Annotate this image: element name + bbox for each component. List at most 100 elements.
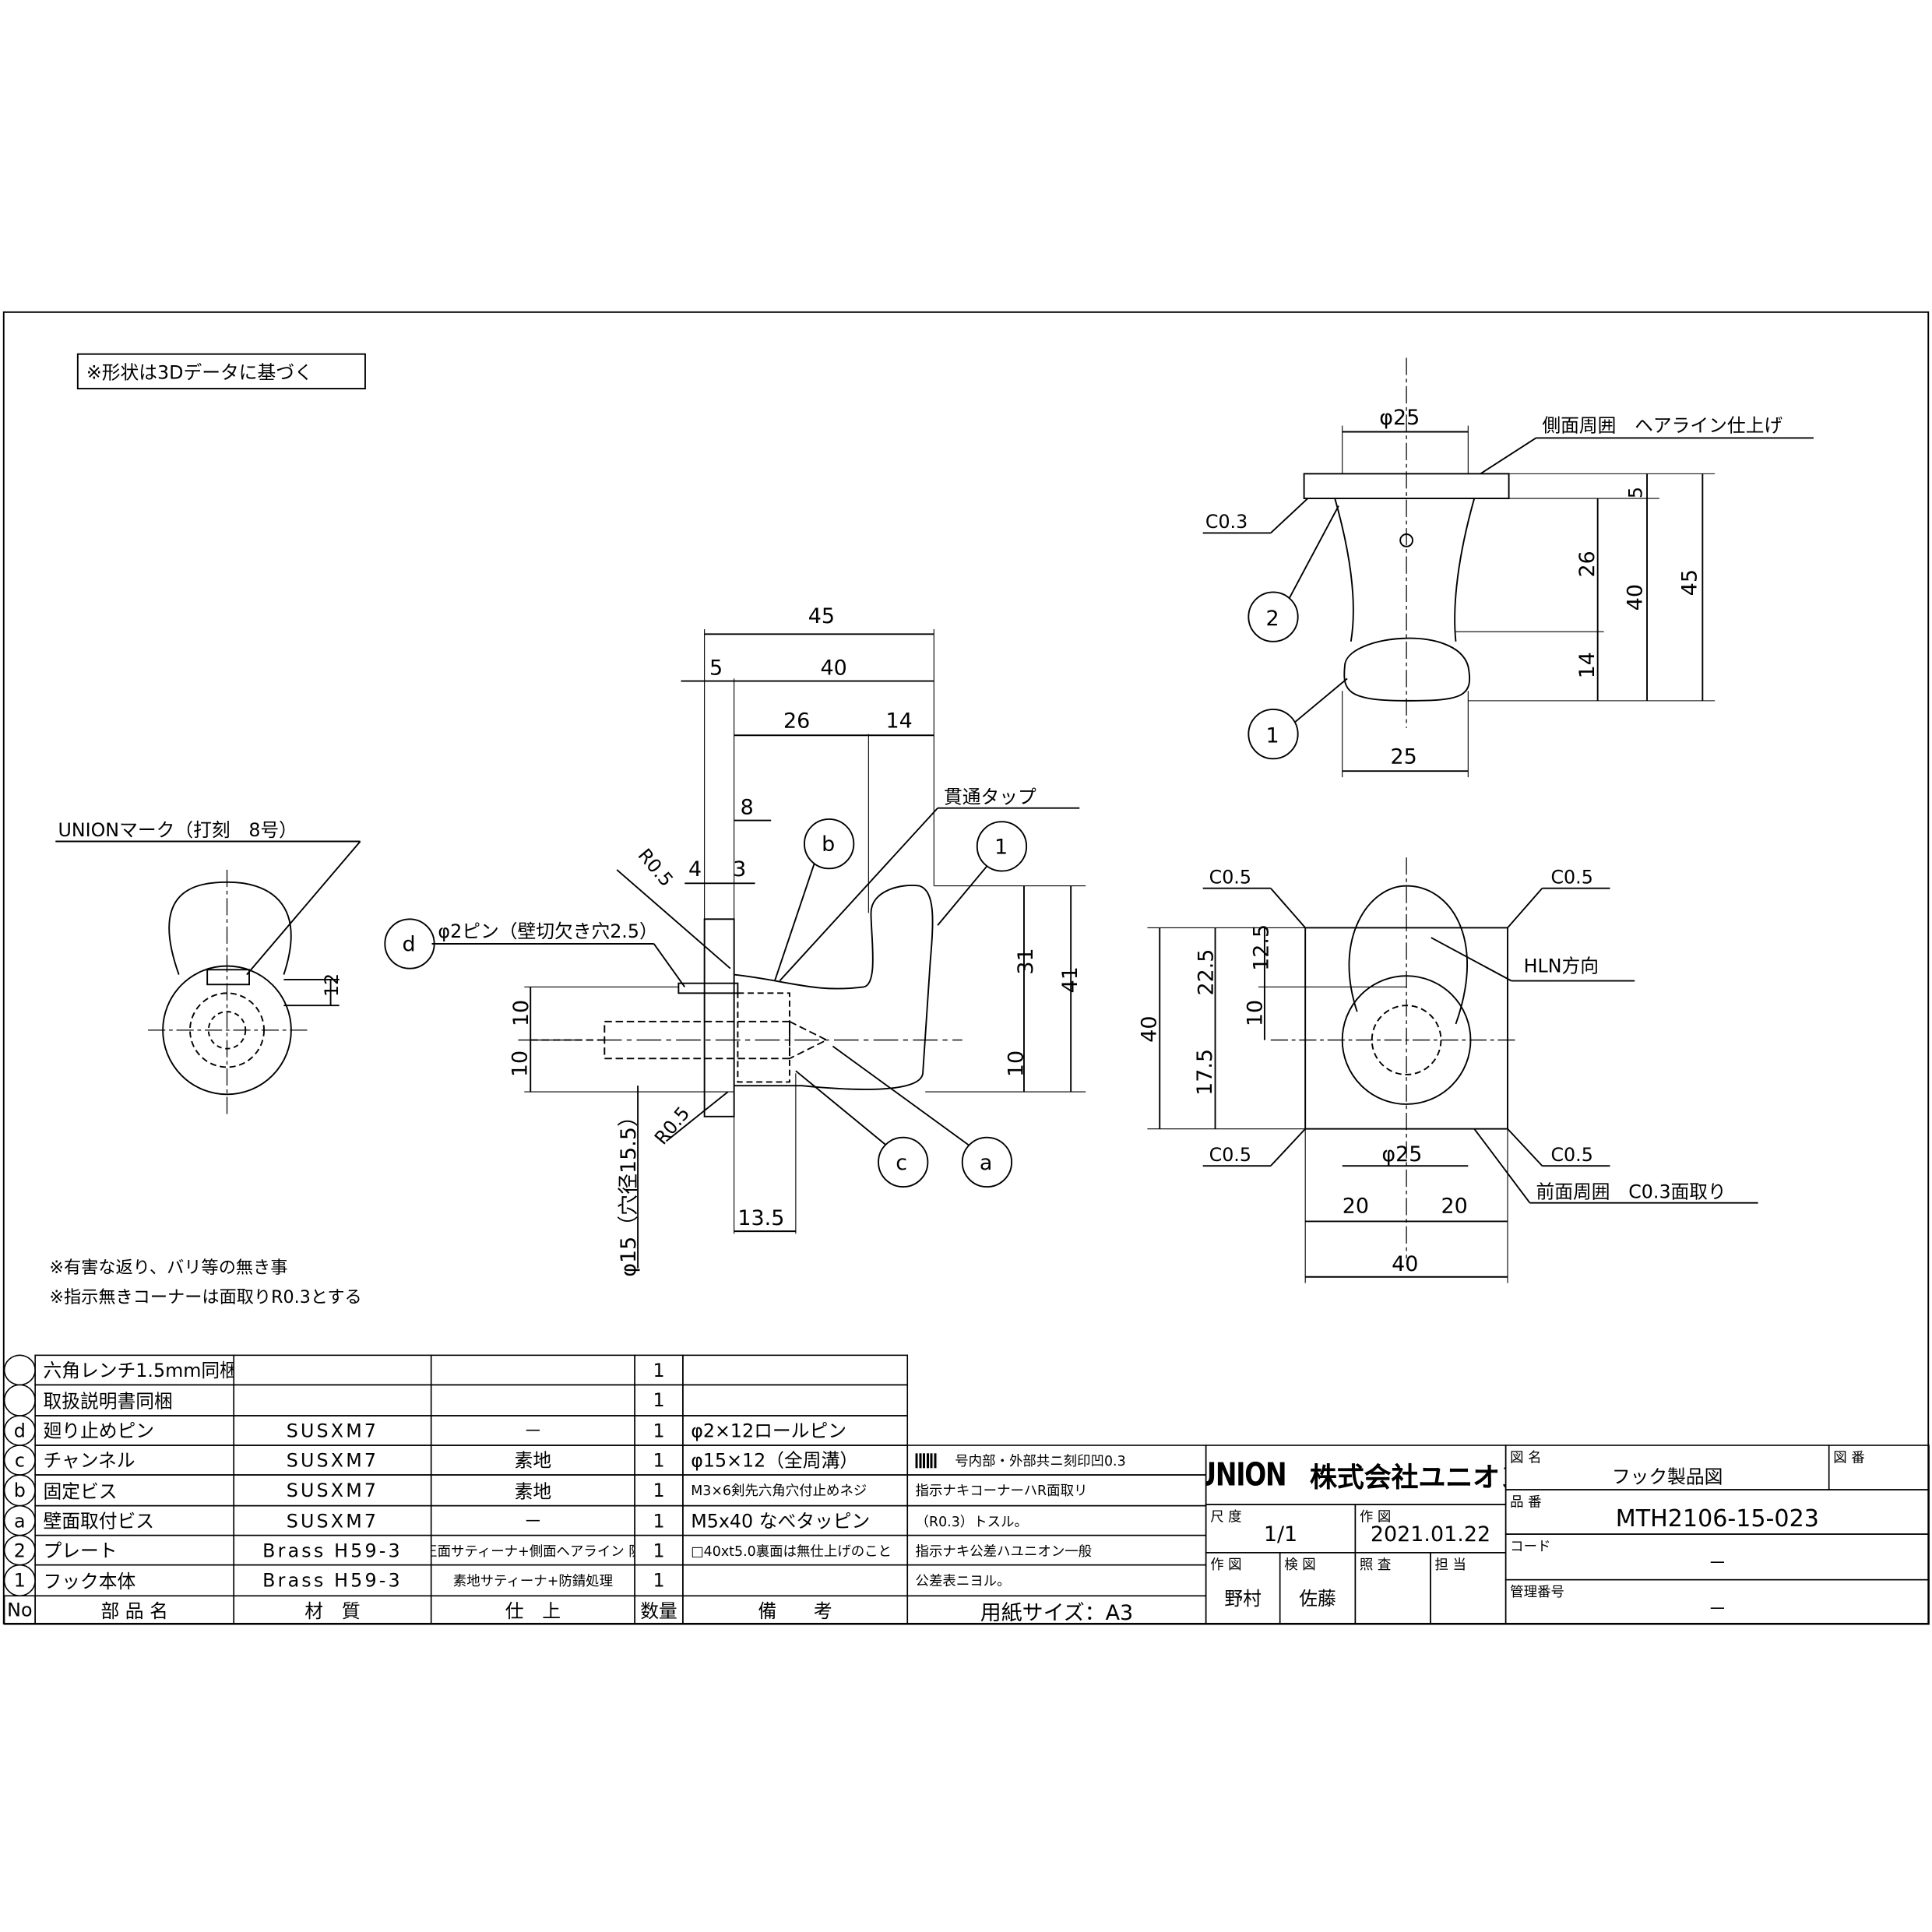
dim-8: 8 bbox=[741, 796, 754, 820]
part-finish: － bbox=[430, 1504, 635, 1536]
chamfer-c05-bl: C0.5 bbox=[1209, 1144, 1251, 1166]
part-material: SUSXM7 bbox=[233, 1445, 432, 1476]
chamfer-c05-tl: C0.5 bbox=[1209, 866, 1251, 888]
dim-5: 5 bbox=[709, 656, 723, 681]
radius-r05-bottom: R0.5 bbox=[650, 1103, 694, 1149]
part-qty: 1 bbox=[634, 1504, 684, 1536]
part-no: d bbox=[3, 1415, 36, 1446]
part-qty: 1 bbox=[634, 1474, 684, 1507]
code-label: コード bbox=[1510, 1538, 1551, 1555]
paper-size: 用紙サイズ：A3 bbox=[906, 1595, 1207, 1625]
mgmt-label: 管理番号 bbox=[1510, 1584, 1564, 1600]
part-no: a bbox=[3, 1504, 36, 1536]
table-header-part-qty: 数量 bbox=[634, 1595, 684, 1625]
part-material bbox=[233, 1384, 432, 1416]
chamfer-c03: C0.3 bbox=[1205, 511, 1248, 533]
dim-5-top: 5 bbox=[1625, 487, 1647, 498]
note-box bbox=[76, 353, 366, 390]
drawn-by-cell: 作 図野村 bbox=[1205, 1552, 1281, 1625]
balloon-d bbox=[384, 918, 435, 970]
company-name: 株式会社ユニオン bbox=[1310, 1462, 1507, 1494]
part-qty: 1 bbox=[634, 1564, 684, 1597]
part-qty: 1 bbox=[634, 1354, 684, 1386]
part-name: 固定ビス bbox=[34, 1474, 235, 1507]
part-name: プレート bbox=[34, 1534, 235, 1566]
table-header-part-no: No bbox=[3, 1595, 36, 1625]
dim-45-top: 45 bbox=[1677, 569, 1701, 596]
balloon-d-label: d bbox=[402, 932, 415, 956]
dim-26: 26 bbox=[783, 709, 810, 734]
dim-40-top: 40 bbox=[1624, 584, 1648, 611]
table-header-part-material: 材 質 bbox=[233, 1595, 432, 1625]
dim-40: 40 bbox=[821, 656, 847, 681]
general-note-3: 指示ナキ公差ハユニオン一般 bbox=[906, 1534, 1207, 1566]
dim-12-5: 12.5 bbox=[1250, 924, 1274, 971]
hairline-label: 側面周囲 ヘアライン仕上げ bbox=[1542, 415, 1782, 437]
front-view: 40 22.5 12.5 10 17.5 C0.5 C0.5 C0.5 C0.5… bbox=[1137, 857, 1758, 1283]
union-logo-icon bbox=[915, 1452, 938, 1468]
chamfer-c05-br: C0.5 bbox=[1550, 1144, 1592, 1166]
dim-10b: 10 bbox=[508, 1050, 532, 1077]
checked-by-cell: 検 図佐藤 bbox=[1279, 1552, 1357, 1625]
drawing-no-label: 図 番 bbox=[1833, 1449, 1865, 1466]
front-chamfer-label: 前面周囲 C0.3面取り bbox=[1536, 1181, 1726, 1202]
balloon-1-label: 1 bbox=[994, 835, 1008, 859]
code-cell: コード－ bbox=[1504, 1533, 1930, 1581]
balloon-a bbox=[961, 1136, 1013, 1188]
part-no-label: 品 番 bbox=[1510, 1494, 1542, 1511]
balloon-2-label: 2 bbox=[1265, 607, 1279, 631]
part-qty: 1 bbox=[634, 1534, 684, 1566]
part-material: SUSXM7 bbox=[233, 1504, 432, 1536]
dim-10a: 10 bbox=[509, 1000, 533, 1026]
radius-r05-top: R0.5 bbox=[634, 844, 677, 891]
balloon-1 bbox=[976, 821, 1028, 872]
dim-10c: 10 bbox=[1004, 1050, 1028, 1077]
charge-label: 担 当 bbox=[1434, 1557, 1466, 1573]
balloon-1-top-label: 1 bbox=[1265, 724, 1279, 748]
tap-label: 貫通タップ bbox=[944, 786, 1036, 808]
dim-45: 45 bbox=[808, 604, 835, 628]
note-top: ※形状は3Dデータに基づく bbox=[86, 361, 313, 383]
union-logo: UNION bbox=[1206, 1456, 1287, 1494]
drawn-by: 野村 bbox=[1224, 1587, 1262, 1610]
union-stamp-icon bbox=[206, 969, 250, 986]
mgmt-cell: 管理番号－ bbox=[1504, 1578, 1930, 1625]
part-remarks: □40xt5.0裏面は無仕上げのこと bbox=[682, 1534, 909, 1566]
dim-40-front-v: 40 bbox=[1137, 1015, 1161, 1042]
dim-phi15: φ15（穴径15.5） bbox=[617, 1106, 641, 1277]
drawing-name-label: 図 名 bbox=[1510, 1449, 1542, 1466]
pin-label: φ2ピン（壁切欠き穴2.5） bbox=[438, 920, 657, 942]
dim-41: 41 bbox=[1058, 966, 1082, 993]
dim-14: 14 bbox=[886, 709, 913, 734]
part-name: 廻り止めピン bbox=[34, 1415, 235, 1446]
part-finish: 素地サティーナ+防錆処理 bbox=[430, 1564, 635, 1597]
part-name: 六角レンチ1.5mm同梱 bbox=[34, 1354, 235, 1386]
drawn-date: 2021.01.22 bbox=[1370, 1522, 1491, 1547]
part-qty: 1 bbox=[634, 1415, 684, 1446]
part-material: SUSXM7 bbox=[233, 1415, 432, 1446]
drawing-no-cell: 図 番 bbox=[1828, 1445, 1930, 1490]
part-no bbox=[3, 1384, 36, 1416]
part-remarks bbox=[682, 1384, 909, 1416]
company-logo: UNION 株式会社ユニオン bbox=[1205, 1445, 1507, 1505]
top-view: φ25 側面周囲 ヘアライン仕上げ C0.3 2 1 5 26 40 45 14… bbox=[1202, 357, 1814, 778]
balloon-c-label: c bbox=[896, 1151, 907, 1175]
side-view: 45 40 5 26 14 8 4 3 31 41 10 10 10 φ15（穴… bbox=[384, 604, 1086, 1277]
part-finish: 素地 bbox=[430, 1445, 635, 1476]
general-note-4: 公差表ニヨル。 bbox=[906, 1564, 1207, 1597]
balloon-a-label: a bbox=[980, 1151, 993, 1175]
part-no: c bbox=[3, 1445, 36, 1476]
scale-label: 尺 度 bbox=[1210, 1508, 1242, 1526]
dim-20-right: 20 bbox=[1441, 1194, 1467, 1218]
part-remarks: M3×6剣先六角穴付止めネジ bbox=[682, 1474, 909, 1507]
part-material: Brass H59-3 bbox=[233, 1564, 432, 1597]
general-note-text: 号内部・外部共ニ刻印凹0.3 bbox=[955, 1452, 1126, 1469]
part-material: SUSXM7 bbox=[233, 1474, 432, 1507]
dim-phi25-front: φ25 bbox=[1381, 1142, 1422, 1167]
part-material bbox=[233, 1354, 432, 1386]
part-finish bbox=[430, 1354, 635, 1386]
